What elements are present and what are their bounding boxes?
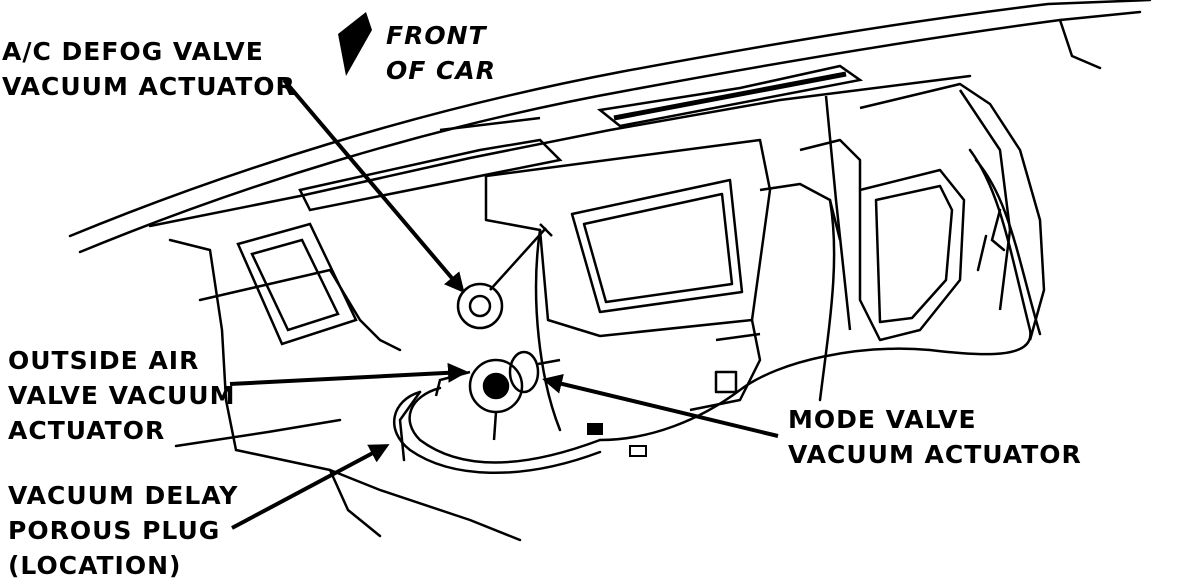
right-ductwork: [799, 82, 1046, 342]
front-of-car-label: FRONT OF CAR: [386, 18, 496, 88]
mode-label-line-2: VACUUM ACTUATOR: [788, 440, 1082, 469]
porous-plug: [587, 423, 647, 457]
delay-leader: [231, 444, 390, 530]
defog-valve-label: A/C DEFOG VALVE VACUUM ACTUATOR: [2, 34, 296, 104]
front-direction-arrow: [338, 12, 372, 76]
defog-leader: [282, 78, 465, 294]
defog-actuator: [456, 223, 553, 330]
hvac-module: [484, 138, 842, 412]
vacuum-delay-label: VACUUM DELAY POROUS PLUG (LOCATION): [8, 478, 238, 583]
mode-actuator: [508, 350, 561, 394]
leader-arrows: [229, 78, 779, 530]
defog-label-line-2: VACUUM ACTUATOR: [2, 72, 296, 101]
delay-label-line-2: POROUS PLUG: [8, 516, 221, 545]
dashboard-outline: [68, 0, 1152, 542]
outside-air-leader: [229, 362, 468, 386]
outside-label-line-3: ACTUATOR: [8, 416, 166, 445]
delay-label-line-1: VACUUM DELAY: [8, 481, 239, 510]
outside-air-actuator: [434, 358, 524, 441]
front-label-line-2: OF CAR: [386, 56, 496, 85]
front-label-line-1: FRONT: [386, 21, 487, 50]
left-panel: [236, 222, 358, 346]
outside-label-line-1: OUTSIDE AIR: [8, 346, 200, 375]
mode-valve-label: MODE VALVE VACUUM ACTUATOR: [788, 402, 1082, 472]
defog-label-line-1: A/C DEFOG VALVE: [2, 37, 264, 66]
outside-label-line-2: VALVE VACUUM: [8, 381, 236, 410]
delay-label-line-3: (LOCATION): [8, 551, 182, 580]
mode-leader: [542, 374, 779, 438]
vacuum-hoses: [392, 148, 1042, 475]
defroster-vents: [298, 64, 864, 212]
mode-label-line-1: MODE VALVE: [788, 405, 977, 434]
outside-air-label: OUTSIDE AIR VALVE VACUUM ACTUATOR: [8, 343, 235, 448]
